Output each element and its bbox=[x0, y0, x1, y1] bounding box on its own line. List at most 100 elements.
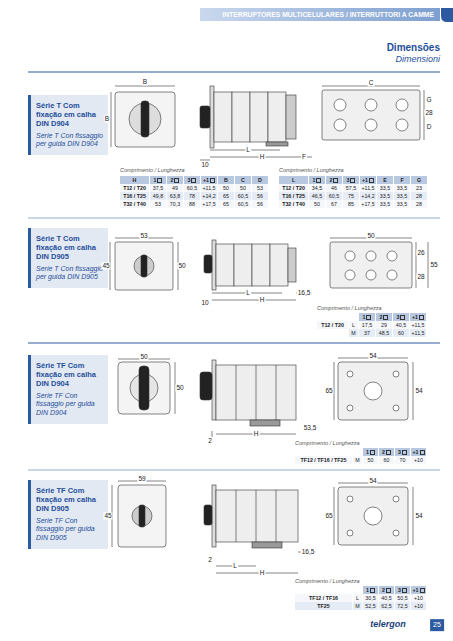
table-header-cell: F bbox=[394, 176, 411, 184]
drawing-stroke bbox=[268, 92, 286, 142]
dimension-label: L bbox=[232, 562, 238, 569]
drawing-stroke bbox=[256, 365, 257, 420]
table-header-cell: 1 bbox=[309, 176, 326, 184]
table-cell: 33,5 bbox=[394, 192, 411, 200]
drawing-stroke bbox=[236, 365, 237, 420]
dimension-label: H bbox=[253, 430, 260, 437]
drawing-stroke bbox=[200, 160, 210, 161]
table-header-cell: 3 bbox=[343, 176, 360, 184]
table-cell: 67 bbox=[326, 200, 343, 208]
drawing-stroke bbox=[276, 365, 277, 420]
table-cell: 60,5 bbox=[184, 184, 201, 192]
series-name: Série TF Com fixação em calha DIN D905 bbox=[36, 486, 103, 513]
drawing-stroke bbox=[252, 542, 282, 548]
series-box: Série T Com fixação em calha DIN D904Ser… bbox=[28, 95, 108, 155]
drawing-stroke bbox=[216, 365, 296, 420]
drawing-stroke bbox=[347, 496, 353, 502]
dimension-label: 10 bbox=[200, 299, 209, 306]
table-header-cell: H bbox=[120, 176, 150, 184]
table-cell: 88 bbox=[184, 200, 201, 208]
drawing-stroke bbox=[212, 300, 296, 301]
table-cell: 33,5 bbox=[377, 200, 394, 208]
dimension-label: 28 bbox=[416, 273, 425, 280]
drawing-stroke bbox=[387, 270, 397, 280]
drawing-stroke bbox=[364, 507, 382, 525]
dimension-label: 65 bbox=[324, 387, 333, 394]
drawing-stroke bbox=[134, 256, 154, 276]
drawing-stroke bbox=[266, 142, 288, 146]
page-number: 25 bbox=[430, 619, 444, 631]
table-cell: 60,5 bbox=[235, 192, 252, 200]
drawing-stroke bbox=[204, 255, 212, 273]
table-cell: 17,5 bbox=[359, 321, 376, 329]
table-header-cell: 1 bbox=[150, 176, 167, 184]
table-cell: 33,5 bbox=[377, 192, 394, 200]
drawing-stroke bbox=[396, 119, 408, 131]
table-header-cell: 1 bbox=[359, 313, 376, 321]
series-name-it: Serie TF Con fissaggio per guida DIN D90… bbox=[36, 392, 103, 417]
table-header-cell: 2 bbox=[379, 586, 395, 594]
series-box: Série TF Com fixação em calha DIN D904Se… bbox=[28, 355, 108, 424]
dimension-label: 2 bbox=[207, 556, 213, 563]
drawing-stroke bbox=[276, 490, 277, 542]
table-cell: 34,5 bbox=[309, 184, 326, 192]
drawing-stroke bbox=[252, 244, 270, 286]
table-cell: 60,5 bbox=[326, 192, 343, 200]
table-header-cell: 2 bbox=[379, 448, 395, 456]
dimension-label: G bbox=[425, 96, 432, 103]
dimension-label: 26 bbox=[416, 249, 425, 256]
dimension-label: 10 bbox=[200, 161, 209, 168]
drawing-stroke bbox=[330, 242, 412, 288]
table-header-cell: 3 bbox=[395, 586, 411, 594]
drawing-stroke bbox=[387, 251, 397, 261]
table-cell: 50 bbox=[218, 184, 235, 192]
drawing-stroke bbox=[132, 506, 152, 526]
table-header-cell: +1 bbox=[201, 176, 218, 184]
table-header-cell: 3 bbox=[395, 448, 411, 456]
table-cell: +11,5 bbox=[410, 329, 427, 337]
drawing-stroke bbox=[28, 218, 440, 219]
table-cell: T12 / T20 bbox=[317, 321, 349, 329]
series-t-d904 bbox=[111, 86, 424, 160]
dimension-label: 45 bbox=[101, 262, 110, 269]
table-header-cell: 2 bbox=[376, 313, 393, 321]
table-cell: M bbox=[349, 329, 359, 337]
table-cell: M bbox=[353, 602, 363, 610]
brand-name: telergon bbox=[370, 620, 406, 630]
table-header-cell: +1 bbox=[360, 176, 377, 184]
drawing-stroke bbox=[338, 362, 408, 420]
drawing-stroke bbox=[365, 99, 377, 111]
drawing-stroke bbox=[111, 92, 112, 147]
drawing-stroke bbox=[270, 244, 288, 286]
drawing-stroke bbox=[288, 248, 296, 282]
table-cell: T16 / T25 bbox=[120, 192, 150, 200]
dimension-label: 54 bbox=[414, 512, 423, 519]
table-cell: 33,5 bbox=[394, 200, 411, 208]
dimension-label: 55 bbox=[429, 261, 438, 268]
dimension-label: 50 bbox=[177, 262, 186, 269]
table-cell: +11,5 bbox=[360, 184, 377, 192]
dimension-label: F bbox=[301, 153, 307, 160]
table-caption: Comprimento / Lunghezza bbox=[279, 167, 344, 173]
table-cell: +14,2 bbox=[360, 192, 377, 200]
table-cell: 49 bbox=[167, 184, 184, 192]
header-text: INTERRUPTORES MULTICELULARES / INTERRUTT… bbox=[206, 11, 434, 18]
table-cell: 23 bbox=[411, 184, 428, 192]
dimension-label: 59 bbox=[137, 475, 146, 482]
table-header-cell: 1 bbox=[363, 448, 379, 456]
drawing-stroke bbox=[115, 86, 175, 87]
table-header-cell: 3 bbox=[393, 313, 410, 321]
table-caption: Comprimento / Lunghezza bbox=[295, 578, 360, 584]
drawing-stroke bbox=[366, 270, 376, 280]
drawing-stroke bbox=[393, 530, 399, 536]
dimension-label: H bbox=[259, 296, 266, 303]
table-cell: 50 bbox=[309, 200, 326, 208]
drawing-stroke bbox=[345, 270, 355, 280]
table-cell: 56 bbox=[252, 192, 269, 200]
drawing-stroke bbox=[234, 244, 252, 286]
series-tf-d905 bbox=[112, 481, 413, 573]
drawing-stroke bbox=[413, 362, 414, 420]
drawing-stroke bbox=[286, 95, 296, 139]
dimension-label: 65 bbox=[324, 512, 333, 519]
